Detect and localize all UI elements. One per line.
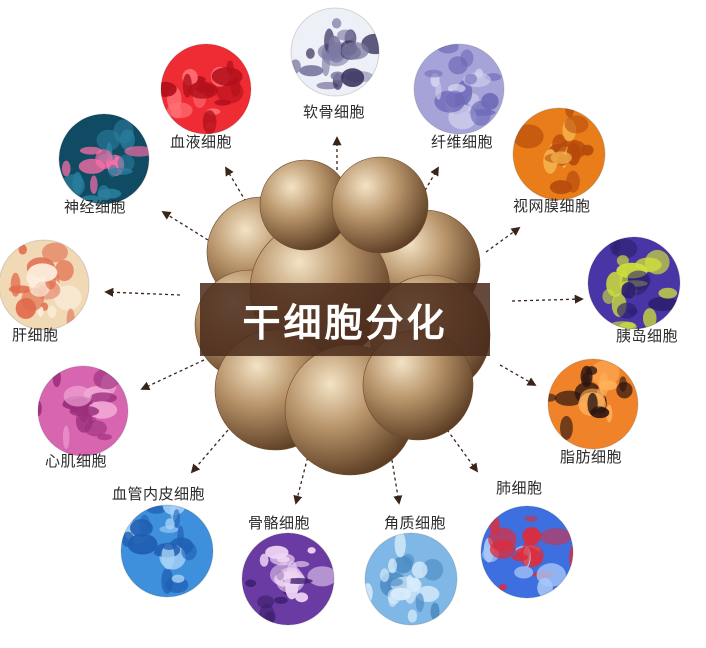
arrow-group xyxy=(104,136,584,505)
arrow-to-bone xyxy=(293,451,310,505)
label-heart: 心肌细胞 xyxy=(45,452,108,470)
center-title-band xyxy=(200,283,490,356)
center-title: 干细胞分化 xyxy=(242,301,448,345)
fibrocytes-icon xyxy=(413,43,505,135)
label-islet: 胰岛细胞 xyxy=(616,327,679,345)
adipocytes-icon xyxy=(547,358,639,450)
arrow-to-endothelial xyxy=(190,429,229,474)
label-blood: 血液细胞 xyxy=(170,133,233,151)
hepatocytes-icon xyxy=(0,239,90,331)
label-liver: 肝细胞 xyxy=(12,326,59,344)
label-nerve: 神经细胞 xyxy=(64,198,127,216)
arrow-to-fat xyxy=(499,364,537,386)
arrow-to-heart xyxy=(140,359,205,391)
cardiomyocytes-icon xyxy=(37,365,129,457)
label-keratin: 角质细胞 xyxy=(384,514,447,532)
red-blood-cells-icon xyxy=(160,43,252,135)
keratinocytes-icon xyxy=(364,532,458,626)
arrow-to-islet xyxy=(511,294,584,304)
osteocytes-icon xyxy=(241,532,335,626)
arrow-to-nerve xyxy=(161,211,209,241)
arrow-to-liver xyxy=(104,287,181,297)
label-endothelial: 血管内皮细胞 xyxy=(112,485,206,503)
cartilage-cells-icon xyxy=(290,7,380,97)
retina-icon xyxy=(512,107,606,201)
arrow-to-lung xyxy=(439,419,479,473)
label-bone: 骨骼细胞 xyxy=(248,514,311,532)
label-fiber: 纤维细胞 xyxy=(431,133,494,151)
label-fat: 脂肪细胞 xyxy=(560,448,623,466)
neuron-icon xyxy=(58,113,150,205)
stem-cell-sphere xyxy=(331,156,429,254)
label-lung: 肺细胞 xyxy=(496,479,543,497)
endothelial-cells-icon xyxy=(120,504,214,598)
islet-cells-icon xyxy=(587,236,681,330)
cell-images xyxy=(0,7,681,626)
arrow-to-retina xyxy=(485,226,521,253)
label-retina: 视网膜细胞 xyxy=(513,197,591,215)
label-cartilage: 软骨细胞 xyxy=(303,103,366,121)
lung-cells-icon xyxy=(480,505,574,599)
